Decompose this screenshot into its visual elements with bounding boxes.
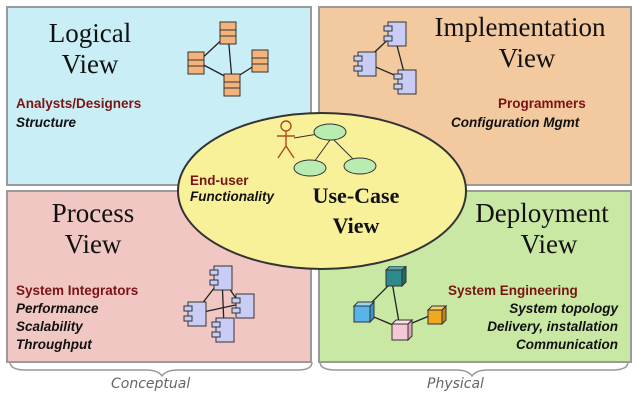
use-case-role: End-user <box>190 173 249 188</box>
deployment-title-line1: Deployment <box>475 198 609 228</box>
component-diagram-icon <box>353 21 417 95</box>
process-title-line2: View <box>64 229 122 259</box>
process-role: System Integrators <box>16 283 139 298</box>
footer-physical-label: Physical <box>427 376 484 392</box>
deployment-concern: Communication <box>515 337 618 352</box>
implementation-title-line1: Implementation <box>434 12 606 42</box>
implementation-title-line2: View <box>498 43 556 73</box>
deployment-title-line2: View <box>520 229 578 259</box>
deployment-node-icon <box>352 266 448 342</box>
use-case-title-line1: Use-Case <box>312 183 400 208</box>
process-title-line1: Process <box>51 198 135 228</box>
process-view-title: Process View <box>38 198 148 260</box>
deployment-concern: System topology <box>509 301 618 316</box>
process-component-icon <box>183 265 255 343</box>
use-case-title-line2: View <box>332 213 380 238</box>
use-case-concern: Functionality <box>190 189 274 204</box>
use-case-diagram-icon <box>277 120 377 177</box>
logical-concern: Structure <box>16 115 77 130</box>
use-case-view-ellipse <box>177 112 467 270</box>
logical-title-line2: View <box>61 49 119 79</box>
deployment-role: System Engineering <box>448 283 578 298</box>
class-diagram-icon <box>187 21 269 97</box>
logical-role: Analysts/Designers <box>16 96 142 111</box>
implementation-view-title: Implementation View <box>405 12 635 74</box>
deployment-concerns: System topology Delivery, installation C… <box>420 300 618 354</box>
process-concern: Throughput <box>16 337 92 352</box>
logical-view-title: Logical View <box>30 18 150 80</box>
process-concerns: Performance Scalability Throughput <box>16 300 99 354</box>
footer-conceptual-label: Conceptual <box>111 376 191 392</box>
implementation-concern: Configuration Mgmt <box>451 115 580 130</box>
use-case-view-title: Use-Case View <box>300 181 412 241</box>
process-concern: Performance <box>16 301 99 316</box>
footer-braces <box>9 361 629 378</box>
process-concern: Scalability <box>16 319 83 334</box>
logical-title-line1: Logical <box>48 18 132 48</box>
deployment-concern: Delivery, installation <box>487 319 618 334</box>
implementation-role: Programmers <box>498 96 586 111</box>
deployment-view-title: Deployment View <box>452 198 632 260</box>
